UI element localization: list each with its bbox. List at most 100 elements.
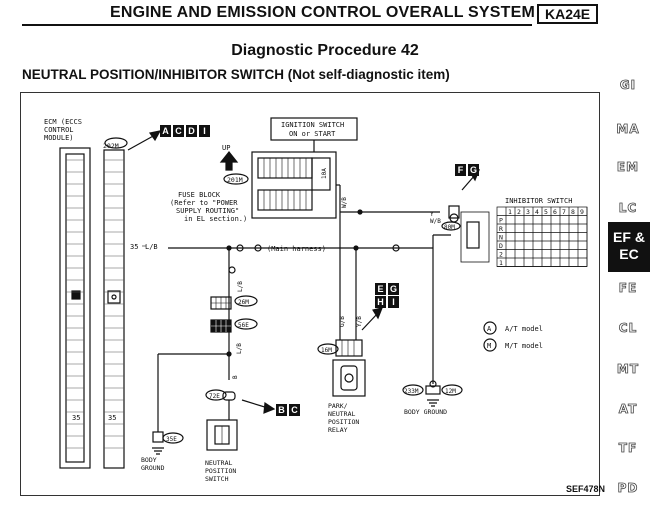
inhibitor-row-N: N [499,234,503,242]
relay-label-2: NEUTRAL [328,410,355,418]
model-badge: KA24E [537,4,599,24]
ref-arrow-bottom [241,399,276,414]
ecm-pin-grid [66,159,124,449]
inhibitor-column-4: 4 [535,208,539,216]
legend-mt-model: M/T model [505,342,543,350]
connector-12m-label: 12M [445,388,456,395]
neutral-switch-label-3: SWITCH [205,475,229,483]
park-neutral-relay [332,359,366,397]
relay-label-1: PARK/ [328,402,348,410]
section-title: NEUTRAL POSITION/INHIBITOR SWITCH (Not s… [22,67,450,82]
inhibitor-column-8: 8 [571,208,575,216]
inhibitor-column-7: 7 [562,208,566,216]
page-ref-badge-c[interactable]: C [173,125,184,137]
main-harness-label: (Main harness) [267,245,326,253]
ecm-label-3: MODULE) [44,134,74,142]
inhibitor-column-6: 6 [553,208,557,216]
wire-lb-vertical-label: L/B [237,281,244,292]
fuse-block-label-3: SUPPLY ROUTING" [176,207,239,215]
fuse-rating: 10A [321,168,328,179]
neutral-switch-label-1: NEUTRAL [205,459,232,467]
connector-56e: 56E [210,318,258,333]
page-ref-badge-i[interactable]: I [388,296,399,308]
relay-connector [335,339,363,357]
ecm-ground-symbol [71,290,81,300]
connector-201m-label: 201M [227,176,243,184]
wire-35-label: 35 [130,243,138,251]
figure-code: SEF478N [566,484,606,494]
inhibitor-connector: 80M [441,205,490,263]
fuse-block-label-2: (Refer to "POWER [170,199,238,207]
ecm-terminal-35-right: 35 [108,414,116,422]
wire-y-label: Y [430,211,434,218]
inhibitor-column-9: 9 [580,208,584,216]
connector-35e-label: 35E [166,436,177,443]
wire-lb-lower-label: L/B [236,343,243,354]
wire-b-label: B [232,375,239,379]
inhibitor-row-2: 2 [499,251,503,259]
active-tab-line1: EF & [613,229,645,245]
side-tab-gi[interactable]: GI [619,78,637,93]
inhibitor-column-5: 5 [544,208,548,216]
inhibitor-row-1: 1 [499,259,503,267]
side-tab-tf[interactable]: TF [618,441,638,456]
page-ref-badge-c[interactable]: C [289,404,300,416]
inhibitor-row-D: D [499,242,503,250]
connector-26m-label: 26M [238,299,249,306]
page-ref-badge-a[interactable]: A [160,125,171,137]
svg-text:M: M [487,342,491,350]
side-tab-pd[interactable]: PD [617,481,639,496]
page-ref-badge-i[interactable]: I [199,125,210,137]
diagram-frame [20,92,600,496]
page-ref-badge-h[interactable]: H [375,296,386,308]
ref-arrow-top-left [127,130,162,151]
page-ref-badge-b[interactable]: B [276,404,287,416]
ecm-label-1: ECM (ECCS [44,118,82,126]
page-ref-badge-f[interactable]: F [455,164,466,176]
side-tab-fe[interactable]: FE [618,281,638,296]
fuse-block-label-1: FUSE BLOCK [178,191,221,199]
fuse-block: 10A [251,151,337,219]
side-tab-ma[interactable]: MA [616,122,640,137]
inhibitor-row-R: R [499,225,503,233]
body-ground-label-1: BODY [141,456,157,464]
ecm-terminal-35-left: 35 [72,414,80,422]
active-tab-line2: EC [619,246,639,262]
wire-wb-right-label: W/B [430,218,441,225]
wire-lb-label: L/B [145,243,158,251]
wire-yb-label: Y/B [356,316,363,327]
wire-gb-label: G/B [339,316,346,327]
ref-arrow-middle [361,307,383,331]
side-tab-lc[interactable]: LC [618,201,638,216]
svg-text:A: A [487,325,492,333]
page-ref-badge-e[interactable]: E [375,283,386,295]
header-rule [22,24,532,26]
connector-72e-label: 72E [209,393,220,400]
page-ref-badge-d[interactable]: D [186,125,197,137]
page-header-title: ENGINE AND EMISSION CONTROL OVERALL SYST… [110,4,536,21]
up-label: UP [222,144,230,152]
inhibitor-column-3: 3 [526,208,530,216]
side-tab-active-ef-ec[interactable]: EF & EC [608,222,650,272]
connector-233m-label: 233M [404,388,419,395]
side-tab-em[interactable]: EM [616,160,640,175]
connector-80m-label: 80M [444,224,455,231]
page-ref-badge-g[interactable]: G [388,283,399,295]
body-ground-label-2: GROUND [141,464,165,472]
neutral-position-switch [206,419,238,451]
side-tab-cl[interactable]: CL [618,321,638,336]
fuse-slots [263,158,307,210]
ignition-switch-label-1: IGNITION SWITCH [281,121,344,129]
ignition-switch-label-2: ON or START [289,130,336,138]
side-tab-at[interactable]: AT [618,402,638,417]
side-tab-mt[interactable]: MT [616,362,640,377]
page-ref-badge-g[interactable]: G [468,164,479,176]
relay-label-4: RELAY [328,426,348,434]
